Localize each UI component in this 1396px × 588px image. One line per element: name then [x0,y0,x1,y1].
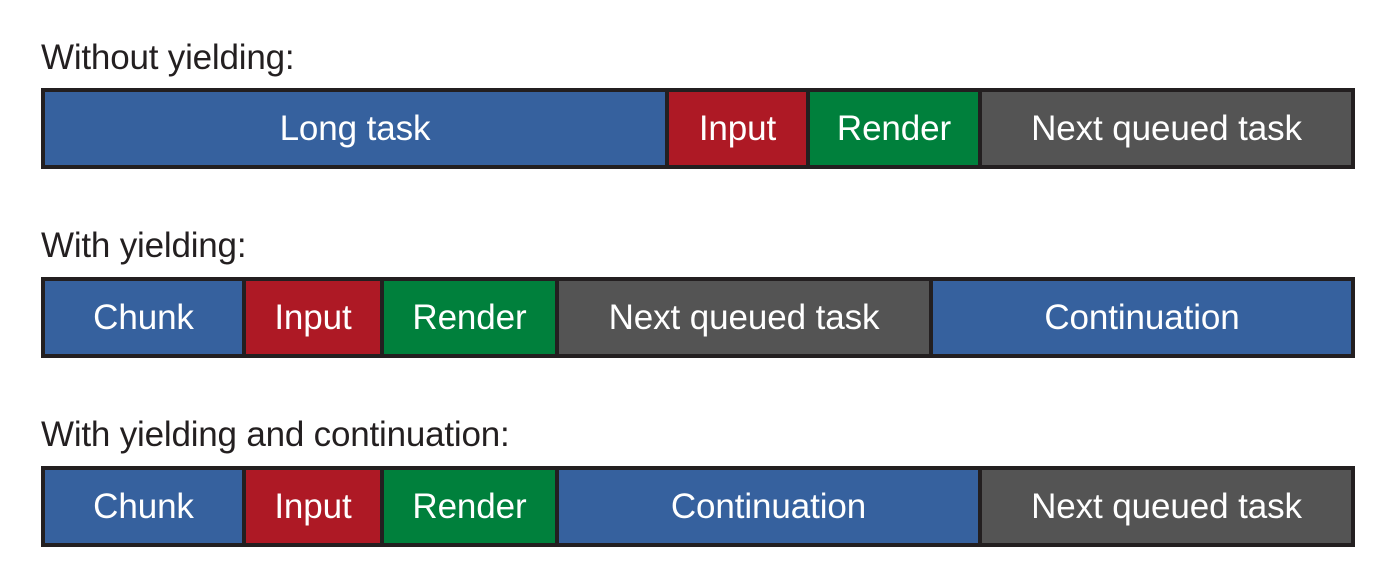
segment-label: Continuation [670,487,867,526]
section-label-with-yielding-and-continuation: With yielding and continuation: [41,415,510,454]
section-label-without-yielding: Without yielding: [41,38,295,77]
segment-input: Input [246,470,384,543]
segment-label: Input [274,487,352,526]
segment-label: Next queued task [1031,109,1302,148]
timeline-bar-without-yielding: Long task Input Render Next queued task [41,88,1355,169]
segment-render: Render [384,470,559,543]
segment-next-queued-task: Next queued task [559,281,933,354]
timeline-bar-with-yielding-and-continuation: Chunk Input Render Continuation Next que… [41,466,1355,547]
segment-label: Chunk [93,298,194,337]
segment-label: Chunk [93,487,194,526]
segment-label: Render [836,109,952,148]
segment-label: Render [412,487,527,526]
segment-next-queued-task: Next queued task [982,92,1351,165]
segment-label: Render [412,298,527,337]
section-label-with-yielding: With yielding: [41,226,247,265]
segment-chunk: Chunk [45,281,246,354]
segment-input: Input [669,92,810,165]
segment-label: Input [698,109,777,148]
segment-label: Long task [279,109,431,148]
segment-input: Input [246,281,384,354]
segment-render: Render [810,92,982,165]
segment-continuation: Continuation [933,281,1351,354]
segment-label: Next queued task [1031,487,1302,526]
timeline-bar-with-yielding: Chunk Input Render Next queued task Cont… [41,277,1355,358]
segment-continuation: Continuation [559,470,982,543]
segment-label: Input [274,298,352,337]
segment-render: Render [384,281,559,354]
segment-chunk: Chunk [45,470,246,543]
segment-label: Next queued task [608,298,880,337]
segment-label: Continuation [1044,298,1240,337]
segment-long-task: Long task [45,92,669,165]
segment-next-queued-task: Next queued task [982,470,1351,543]
